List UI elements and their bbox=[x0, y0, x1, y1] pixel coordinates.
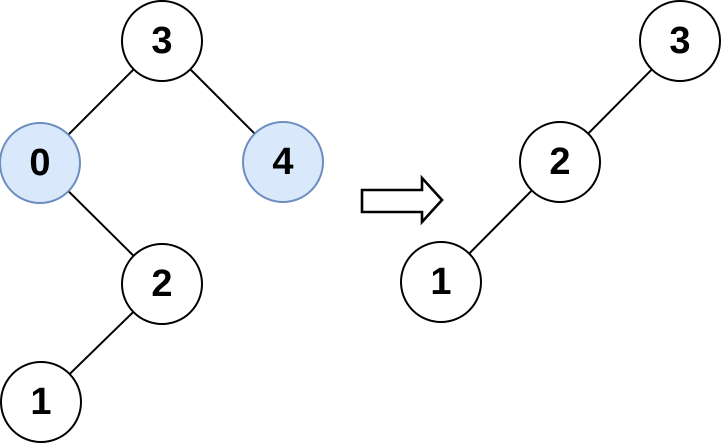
before-node-3: 3 bbox=[121, 0, 203, 82]
before-node-1: 1 bbox=[0, 361, 82, 443]
after-node-2: 2 bbox=[519, 121, 601, 203]
right-block-arrow-icon bbox=[360, 174, 444, 226]
before-node-2: 2 bbox=[121, 243, 203, 325]
before-node-0: 0 bbox=[0, 122, 81, 204]
before-node-4: 4 bbox=[242, 121, 324, 203]
after-node-3: 3 bbox=[639, 0, 721, 82]
after-node-1: 1 bbox=[400, 241, 482, 323]
